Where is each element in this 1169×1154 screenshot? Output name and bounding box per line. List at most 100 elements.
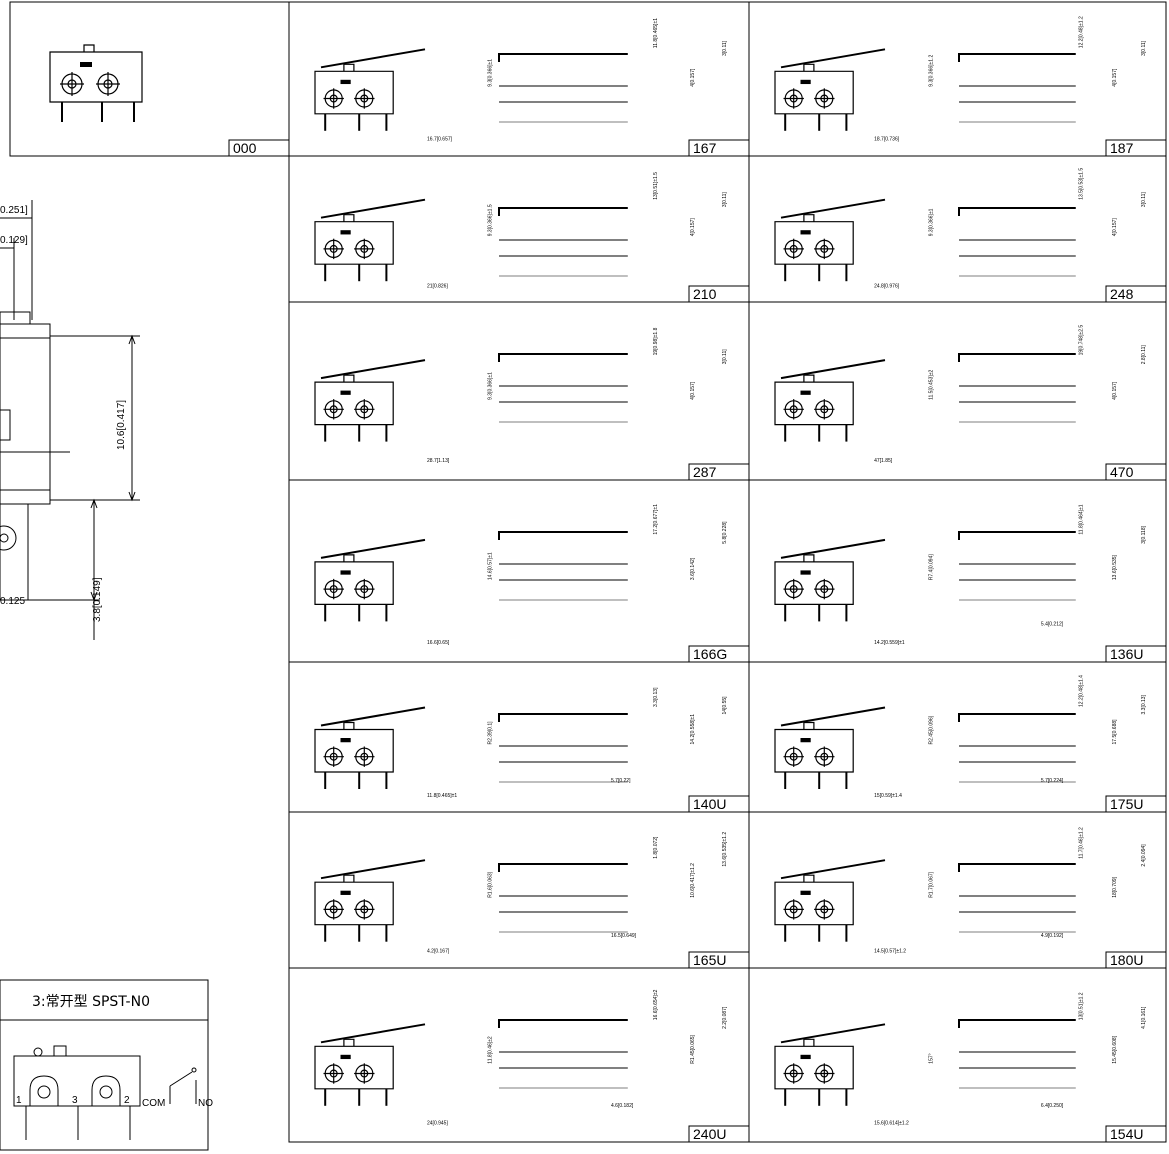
lever-profile xyxy=(959,1020,1076,1028)
cell-240U: 240U11.8[0.46]±216.6[0.654]±224[0.945]R1… xyxy=(315,989,749,1142)
legend-title: 3:常开型 SPST-N0 xyxy=(32,994,150,1010)
cell-136U: 136U R7.4[0.094] 11.8[0.464]±1 14.2[0.559]±… xyxy=(775,504,1166,662)
cell-248: 2489.3[0.366]±113.5[0.53]±1.524.8[0.976]… xyxy=(775,168,1166,302)
lever-profile xyxy=(499,714,628,722)
cell-165U: 165UR1.6[0.063]1.8[0.072]4.2[0.167]10.6[… xyxy=(315,832,749,968)
left-dimension-drawing xyxy=(0,200,140,640)
dimension-label: 1.8[0.072] xyxy=(653,836,659,859)
dimension-label: 17.5[0.688] xyxy=(1112,719,1118,745)
dimension-label: 18.7[0.736] xyxy=(874,137,900,143)
dimension-label: 14.5[0.57]±1.2 xyxy=(874,948,906,954)
dimension-label: 11.7[0.46]±1.2 xyxy=(1079,827,1085,859)
dimension-label: 2.8[0.11] xyxy=(1141,345,1147,365)
dimension-label: 3[0.11] xyxy=(722,192,728,208)
code-label: 240U xyxy=(693,1126,726,1142)
lever-profile xyxy=(499,354,628,362)
dimension-label: 13.6[0.535] xyxy=(1112,554,1118,580)
code-label: 180U xyxy=(1110,952,1143,968)
lever xyxy=(321,540,425,558)
code-label: 175U xyxy=(1110,796,1143,812)
lever xyxy=(781,1024,885,1042)
dimension-label: 16.7[0.657] xyxy=(427,137,453,143)
code-box xyxy=(1106,464,1166,480)
lever xyxy=(781,49,885,67)
code-box xyxy=(689,1126,749,1142)
dimension-label: 14.6[0.57]±1 xyxy=(487,552,493,580)
cell-000: 000 xyxy=(50,45,289,156)
dimension-label: 6.4[0.250] xyxy=(1041,1103,1064,1109)
dimension-label: R7.4[0.094] xyxy=(929,554,935,580)
dimension-label: 11.8[0.464]±1 xyxy=(1079,504,1085,534)
code-box xyxy=(689,140,749,156)
dimension-label: 3.3[0.13] xyxy=(653,687,659,707)
code-label: 248 xyxy=(1110,286,1134,302)
dimension-label: 16.6[0.65] xyxy=(427,640,450,646)
dimension-label: 11.5[0.453]±2 xyxy=(929,370,935,400)
lever-profile xyxy=(499,54,628,62)
dimension-label: 16.6[0.654]±2 xyxy=(653,989,659,1020)
code-label: 165U xyxy=(693,952,726,968)
code-label: 166G xyxy=(693,646,727,662)
dimension-label: 17.2[0.677]±1 xyxy=(653,504,659,535)
code-box xyxy=(689,464,749,480)
code-label: 187 xyxy=(1110,140,1134,156)
lever-profile xyxy=(499,864,628,872)
lever-profile xyxy=(959,532,1076,540)
dimension-label: 3.3[0.13] xyxy=(1141,694,1147,714)
dimension-label: 3[0.11] xyxy=(722,40,728,56)
dimension-label: 14.2[0.558]±1 xyxy=(690,714,696,745)
lever xyxy=(321,860,425,878)
dimension-label: 3.6[0.142] xyxy=(690,557,696,580)
dimension-label: 4[0.157] xyxy=(1112,381,1118,400)
dimension-label: 157° xyxy=(929,1053,935,1063)
code-label: 154U xyxy=(1110,1126,1143,1142)
lever xyxy=(321,360,425,378)
dimension-label: 11.8[0.465]±1 xyxy=(653,18,659,48)
dimension-label: 13[0.51]±1.5 xyxy=(653,172,659,200)
lever-profile xyxy=(959,864,1076,872)
legend-pin-3: 3 xyxy=(72,1095,78,1106)
code-box xyxy=(1106,1126,1166,1142)
dimension-label: 3[0.118] xyxy=(1141,525,1147,543)
lever-profile xyxy=(959,208,1076,216)
code-label: 210 xyxy=(693,286,717,302)
dimension-label: 5.7[0.224] xyxy=(1041,778,1064,784)
dimension-label: 10.6[0.417]±1.2 xyxy=(690,863,696,898)
dimension-label: 9.3[0.366]±1.2 xyxy=(929,55,935,87)
dimension-label: R1.45[0.065] xyxy=(690,1034,696,1063)
code-box xyxy=(1106,140,1166,156)
legend-pin-1: 1 xyxy=(16,1095,22,1106)
left-dim-3: 3.8[0.149] xyxy=(92,577,103,622)
code-label: 287 xyxy=(693,464,717,480)
dimension-label: 24[0.945] xyxy=(427,1121,448,1127)
dimension-label: 14.2[0.559]±1 xyxy=(874,640,905,646)
dimension-label: 4[0.157] xyxy=(1112,218,1118,237)
lever xyxy=(321,200,425,218)
code-box xyxy=(1106,286,1166,302)
legend-no-label: NO xyxy=(198,1098,213,1109)
cell-167: 1679.3[0.366]±111.8[0.465]±116.7[0.657]4… xyxy=(315,18,749,156)
dimension-label: 15[0.59]±1.4 xyxy=(874,793,902,799)
lever xyxy=(781,860,885,878)
dimension-label: 9.3[0.366]±1.5 xyxy=(487,204,493,236)
lever xyxy=(781,360,885,378)
dimension-label: 4.2[0.167] xyxy=(427,948,450,954)
code-box xyxy=(689,286,749,302)
lever xyxy=(781,200,885,218)
dimension-label: 28.7[1.13] xyxy=(427,458,450,464)
lever-profile xyxy=(959,714,1076,722)
dimension-label: 9.3[0.366]±1 xyxy=(929,208,935,236)
dimension-label: 9.3[0.366]±1 xyxy=(487,372,493,400)
cell-140U: 140UR2.39[0.1]3.3[0.13]11.8[0.465]±114.2… xyxy=(315,687,749,812)
dimension-label: 2.2[0.087] xyxy=(722,1006,728,1029)
code-box xyxy=(1106,952,1166,968)
dimension-label: 24.8[0.976] xyxy=(874,283,900,289)
code-label: 136U xyxy=(1110,646,1143,662)
lever xyxy=(781,540,885,558)
grid-frame xyxy=(10,2,1166,1142)
dimension-label: 4[0.157] xyxy=(1112,68,1118,87)
dimension-label: 4.1[0.161] xyxy=(1141,1006,1147,1029)
dimension-label: 14[0.55] xyxy=(722,696,728,715)
code-label: 470 xyxy=(1110,464,1134,480)
